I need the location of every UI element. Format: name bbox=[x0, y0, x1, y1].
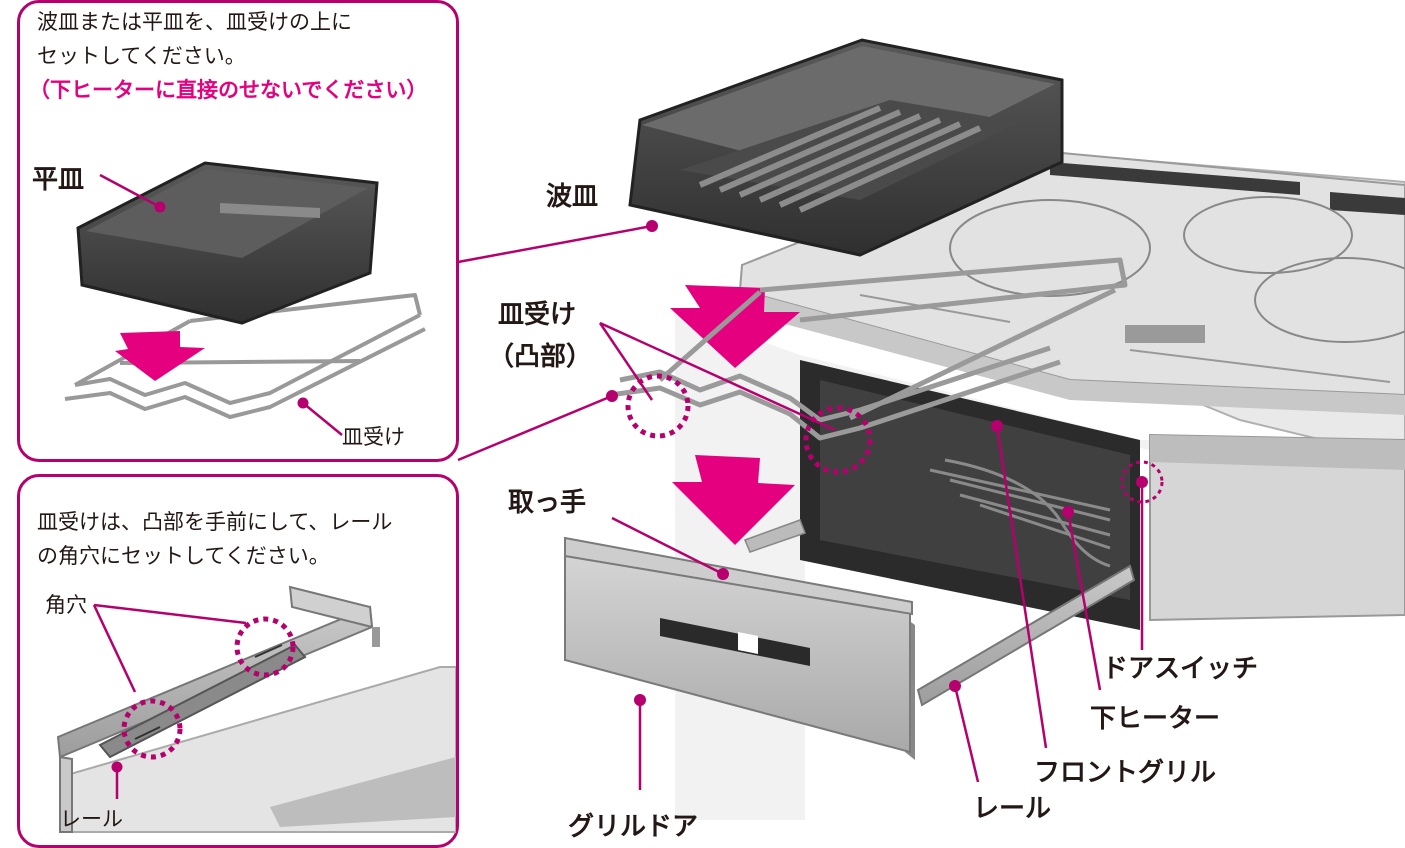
dashed-highlight bbox=[1120, 460, 1164, 504]
door-switch-label: ドアスイッチ bbox=[1102, 654, 1259, 684]
lower-heater-label: 下ヒーター bbox=[1090, 704, 1221, 734]
leader-lines bbox=[99, 173, 343, 436]
square-hole bbox=[254, 644, 283, 658]
grill-door-label: グリルドア bbox=[568, 812, 699, 842]
down-arrow bbox=[672, 455, 795, 545]
grill-door bbox=[564, 536, 915, 760]
rail-label: レール bbox=[60, 807, 123, 831]
rack-label-line1: 皿受け bbox=[498, 300, 577, 330]
callout-pan-placement: 波皿または平皿を、皿受けの上に セットしてください。 （下ヒーターに直接のせない… bbox=[17, 0, 459, 462]
dashed-highlight bbox=[625, 373, 691, 439]
dashed-highlight bbox=[803, 405, 873, 475]
leader-dot bbox=[297, 397, 309, 409]
cooktop bbox=[738, 148, 1405, 462]
rack-rod bbox=[98, 643, 307, 759]
callout-rack-placement: 皿受けは、凸部を手前にして、レール の角穴にセットしてください。 角穴 レール bbox=[17, 474, 459, 848]
instruction-line-2: の角穴にセットしてください。 bbox=[37, 544, 330, 568]
callout-rail-illustration bbox=[56, 585, 456, 833]
leader-dot bbox=[154, 201, 166, 213]
rail-corner bbox=[372, 627, 380, 647]
rack-label-line2: （凸部） bbox=[488, 342, 593, 372]
leader-lines bbox=[457, 224, 1144, 790]
square-hole-label: 角穴 bbox=[45, 593, 87, 617]
dashed-highlight bbox=[234, 616, 296, 678]
leader-dots bbox=[606, 220, 1148, 706]
down-arrow bbox=[115, 331, 205, 381]
cabinet bbox=[675, 310, 1405, 820]
rack bbox=[609, 257, 1128, 441]
instruction-line-1: 波皿または平皿を、皿受けの上に bbox=[37, 10, 352, 34]
cooktop-panel bbox=[270, 757, 456, 827]
rack-label: 皿受け bbox=[342, 425, 405, 449]
leader-dot bbox=[111, 761, 123, 773]
dashed-highlight bbox=[121, 698, 183, 760]
handle-label: 取っ手 bbox=[508, 488, 587, 518]
rail bbox=[916, 564, 1136, 707]
wave-pan bbox=[628, 38, 1064, 257]
rail-label: レール bbox=[973, 794, 1052, 824]
rail-back bbox=[288, 585, 374, 629]
down-arrow bbox=[670, 285, 800, 368]
square-hole bbox=[134, 726, 161, 740]
callout-pan-illustration bbox=[64, 161, 426, 436]
flat-pan-label: 平皿 bbox=[32, 165, 85, 195]
rail-front bbox=[59, 755, 73, 833]
instruction-line-1: 皿受けは、凸部を手前にして、レール bbox=[37, 510, 393, 534]
handle-rod bbox=[744, 519, 806, 553]
wave-pan-label: 波皿 bbox=[546, 182, 599, 212]
warning-text: （下ヒーターに直接のせないでください） bbox=[29, 78, 428, 102]
instruction-line-2: セットしてください。 bbox=[37, 44, 246, 68]
front-grill-label: フロントグリル bbox=[1034, 758, 1217, 788]
